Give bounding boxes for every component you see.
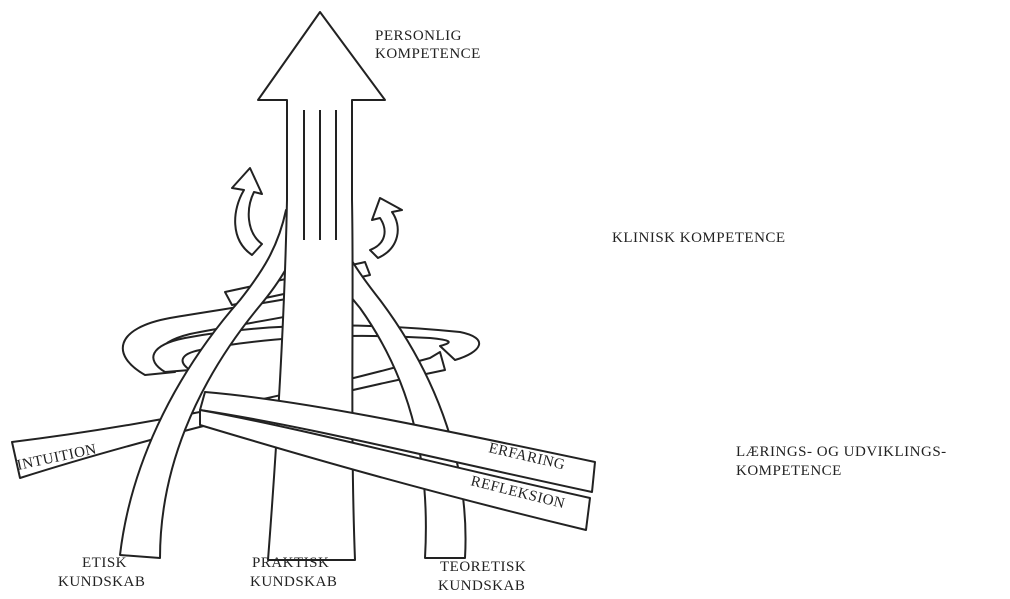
klinisk-kompetence-label: KLINISK KOMPETENCE: [612, 230, 786, 246]
praktisk-label-line1: PRAKTISK: [252, 555, 329, 571]
laerings-kompetence-label-line1: LÆRINGS- OG UDVIKLINGS-: [736, 444, 947, 460]
teoretisk-label-line2: KUNDSKAB: [438, 578, 525, 594]
curled-arrows: [231, 167, 403, 259]
praktisk-label-line2: KUNDSKAB: [250, 574, 337, 590]
top-label-line2: KOMPETENCE: [375, 46, 481, 62]
laerings-kompetence-label-line2: KOMPETENCE: [736, 463, 842, 479]
etisk-label-line1: ETISK: [82, 555, 127, 571]
teoretisk-label-line1: TEORETISK: [440, 559, 526, 575]
top-label-line1: PERSONLIG: [375, 28, 462, 44]
etisk-label-line2: KUNDSKAB: [58, 574, 145, 590]
